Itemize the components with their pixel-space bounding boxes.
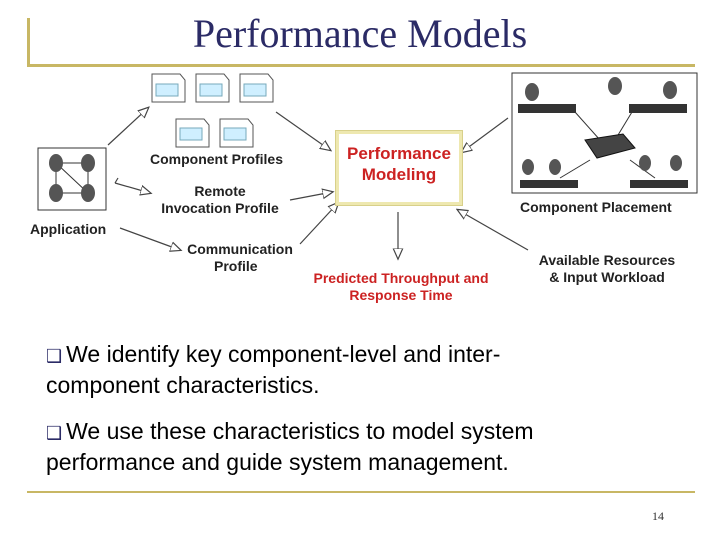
frame-left-bar (27, 18, 30, 66)
footer-rule (27, 491, 695, 493)
bullet-box-icon: ❑ (46, 423, 63, 444)
communication-line-2: Profile (214, 258, 258, 274)
diagram-canvas (37, 72, 698, 320)
page-number: 14 (652, 509, 664, 523)
bullet-line-2: performance and guide system management. (46, 449, 509, 475)
arrow-component-profiles (107, 108, 148, 146)
network-placement-icon (511, 72, 698, 194)
bullet-line-1: ❑We use these characteristics to model s… (46, 417, 534, 448)
remote-invocation-label: Remote Invocation Profile (150, 183, 290, 217)
document-icon (219, 118, 254, 148)
frame-top-rule (27, 64, 695, 67)
arrow-tail-remote (114, 177, 119, 184)
bullet-line-1: ❑We identify key component-level and int… (46, 340, 500, 371)
arrow-communication (119, 227, 180, 250)
arrow-profiles-to-model (275, 111, 330, 150)
component-placement-label: Component Placement (520, 199, 672, 215)
bullet-box-icon: ❑ (46, 346, 63, 367)
communication-profile-label: Communication Profile (180, 241, 300, 275)
remote-invocation-line-1: Remote (194, 183, 246, 199)
available-resources-label: Available Resources & Input Workload (522, 252, 692, 286)
bullet-text: We identify key component-level and inte… (66, 341, 501, 367)
arrow-resources-to-model (458, 210, 529, 251)
document-icon (195, 73, 230, 103)
arrow-invocation-to-model (289, 192, 332, 201)
arrow-remote-invocation (114, 182, 150, 193)
document-icon (151, 73, 186, 103)
application-label: Application (30, 221, 107, 237)
available-resources-line-2: & Input Workload (549, 269, 665, 285)
arrow-placement-to-model (462, 117, 509, 152)
bullet-item: ❑We identify key component-level and int… (46, 340, 500, 400)
available-resources-line-1: Available Resources (538, 252, 676, 268)
application-graph-icon (37, 147, 107, 211)
bullet-text: We use these characteristics to model sy… (66, 418, 534, 444)
document-icon (175, 118, 210, 148)
communication-line-1: Communication (187, 241, 293, 257)
predicted-line-2: Response Time (349, 287, 453, 303)
bullet-line-2: component characteristics. (46, 372, 320, 398)
performance-modeling-label: Performance Modeling (339, 143, 459, 185)
performance-modeling-box: Performance Modeling (336, 131, 462, 205)
component-profiles-label: Component Profiles (150, 151, 284, 167)
performance-modeling-line-2: Modeling (361, 165, 437, 184)
arrow-communication-to-model (299, 203, 338, 245)
remote-invocation-line-2: Invocation Profile (161, 200, 279, 216)
document-icons-group (151, 73, 274, 148)
performance-modeling-line-1: Performance (347, 144, 451, 163)
predicted-line-1: Predicted Throughput and (313, 270, 489, 286)
page-title: Performance Models (192, 11, 528, 56)
predicted-throughput-label: Predicted Throughput and Response Time (295, 270, 507, 304)
document-icon (239, 73, 274, 103)
bullet-item: ❑We use these characteristics to model s… (46, 417, 534, 477)
